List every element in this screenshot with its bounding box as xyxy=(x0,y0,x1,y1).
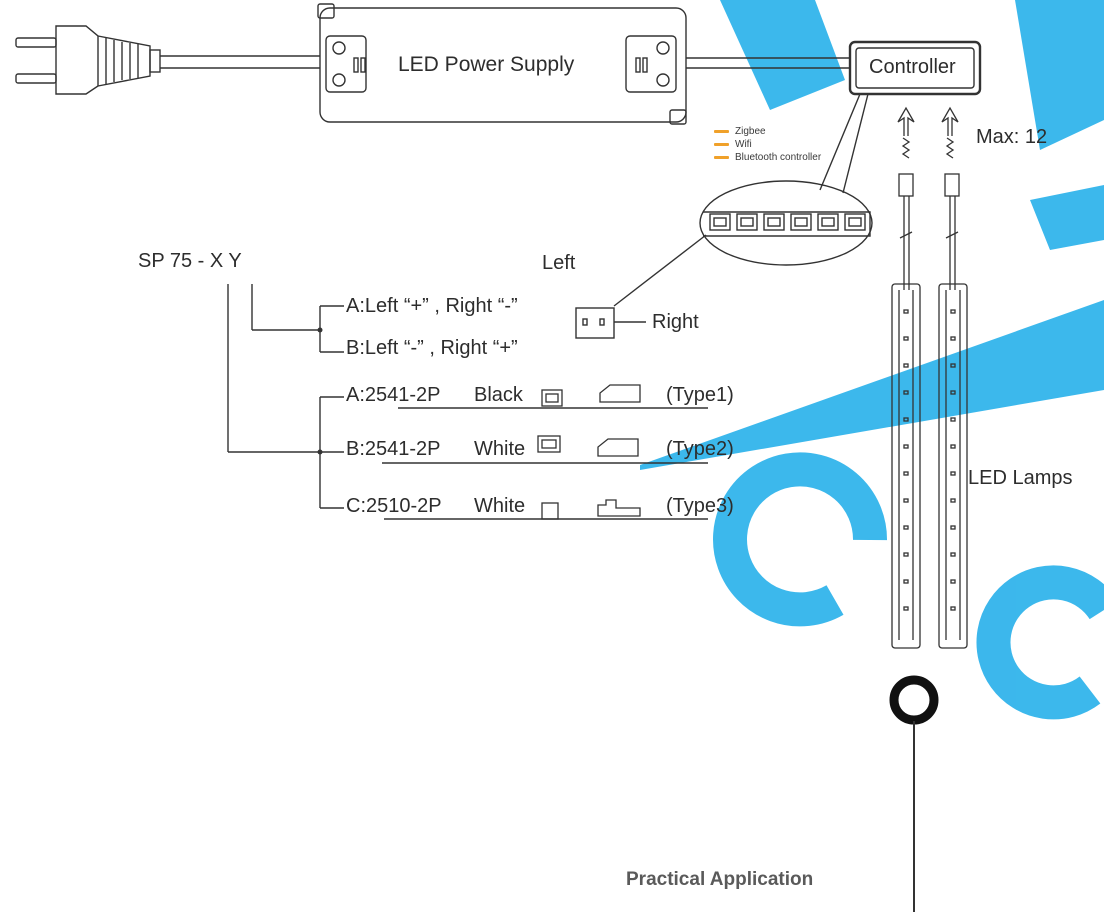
led-lamps-label: LED Lamps xyxy=(968,467,1073,489)
controller-box xyxy=(848,40,982,96)
lamp-plug-left xyxy=(898,173,914,290)
led-chip xyxy=(950,309,956,314)
connector-ports-zoom xyxy=(699,180,873,266)
watermark-rings xyxy=(713,452,1104,720)
controller-port-row xyxy=(709,213,866,231)
led-lamp-bar-right xyxy=(938,283,968,649)
connector-icon-type2 xyxy=(537,435,639,457)
led-chip xyxy=(950,471,956,476)
max-lamps-label: Max: 12 xyxy=(976,126,1048,148)
wifi-indicator-icon xyxy=(714,143,729,146)
polarity-callout-line xyxy=(613,234,707,307)
lamp-arrows xyxy=(897,106,959,159)
led-chip xyxy=(903,579,909,584)
controller-port-slot xyxy=(821,217,835,227)
led-chip xyxy=(903,471,909,476)
lamp-plug-right xyxy=(944,173,960,290)
ac-plug-icon xyxy=(15,25,161,95)
led-chip xyxy=(950,336,956,341)
controller-port xyxy=(817,213,839,231)
polarity-left-label: Left xyxy=(542,252,576,274)
led-chip xyxy=(903,552,909,557)
application-marker xyxy=(889,675,939,912)
led-chip xyxy=(903,417,909,422)
controller-port xyxy=(763,213,785,231)
led-chip xyxy=(950,579,956,584)
led-chip xyxy=(903,309,909,314)
led-chip xyxy=(950,552,956,557)
led-chip xyxy=(903,498,909,503)
dc-output-cable xyxy=(686,57,850,69)
zoom-callout-lines xyxy=(819,93,869,194)
controller-port-slot xyxy=(794,217,808,227)
protocol-bluetooth: Bluetooth controller xyxy=(714,152,821,163)
led-chip xyxy=(950,498,956,503)
led-chip xyxy=(903,336,909,341)
connector-type: (Type3) xyxy=(666,495,734,517)
bluetooth-indicator-icon xyxy=(714,156,729,159)
controller-port-slot xyxy=(767,217,781,227)
connector-icon-type3 xyxy=(541,499,641,520)
led-chip xyxy=(903,525,909,530)
led-chip xyxy=(950,606,956,611)
protocol-label: Zigbee xyxy=(735,126,766,137)
led-chip xyxy=(950,363,956,368)
practical-application-label: Practical Application xyxy=(626,869,814,890)
zigbee-indicator-icon xyxy=(714,130,729,133)
connector-code: A:2541-2P xyxy=(346,384,441,406)
controller-port-slot xyxy=(848,217,862,227)
led-chip xyxy=(903,444,909,449)
controller-port xyxy=(709,213,731,231)
connector-code: B:2541-2P xyxy=(346,438,441,460)
connector-type: (Type1) xyxy=(666,384,734,406)
led-chip xyxy=(950,525,956,530)
led-chip xyxy=(903,606,909,611)
connector-color: White xyxy=(474,438,526,460)
ac-input-cable xyxy=(160,55,320,69)
polarity-right-label: Right xyxy=(652,311,699,333)
model-code: SP 75 - X Y xyxy=(138,250,242,272)
controller-port xyxy=(736,213,758,231)
led-power-supply xyxy=(317,3,687,125)
polarity-option-b: B:Left “-” , Right “+” xyxy=(346,337,518,359)
connector-type: (Type2) xyxy=(666,438,734,460)
led-chip xyxy=(950,444,956,449)
protocol-label: Bluetooth controller xyxy=(735,152,822,163)
connector-icon-type1 xyxy=(541,384,641,407)
polarity-option-a: A:Left “+” , Right “-” xyxy=(346,295,518,317)
protocol-wifi: Wifi xyxy=(714,139,752,150)
led-chip xyxy=(903,390,909,395)
led-chip xyxy=(950,390,956,395)
polarity-connector-icon xyxy=(575,307,646,339)
led-chip xyxy=(950,417,956,422)
controller-port xyxy=(790,213,812,231)
connector-color: White xyxy=(474,495,526,517)
controller-port-slot xyxy=(740,217,754,227)
controller-port-slot xyxy=(713,217,727,227)
protocol-label: Wifi xyxy=(735,139,752,150)
led-chip-dots xyxy=(903,309,956,611)
protocol-zigbee: Zigbee xyxy=(714,126,766,137)
controller-label: Controller xyxy=(869,56,956,78)
power-supply-label: LED Power Supply xyxy=(398,53,575,76)
watermark-background xyxy=(640,0,1104,470)
controller-port xyxy=(844,213,866,231)
connector-color: Black xyxy=(474,384,523,406)
led-chip xyxy=(903,363,909,368)
connector-code: C:2510-2P xyxy=(346,495,442,517)
led-lamp-bar-left xyxy=(891,283,921,649)
